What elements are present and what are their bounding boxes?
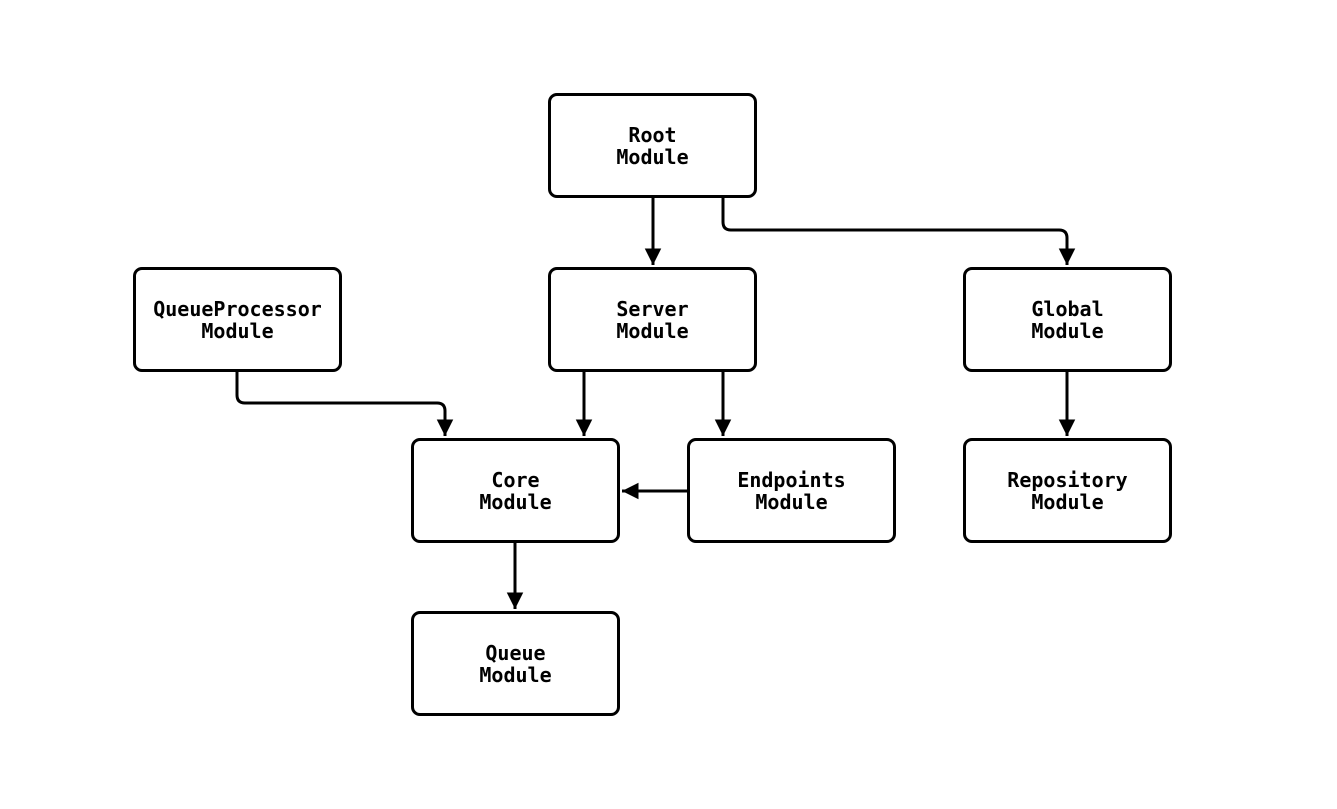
node-global-module-label: Global Module bbox=[1031, 296, 1104, 343]
node-global-module: Global Module bbox=[963, 267, 1172, 372]
node-core-module: Core Module bbox=[411, 438, 620, 543]
node-server-module: Server Module bbox=[548, 267, 757, 372]
node-queueprocessor-module: QueueProcessor Module bbox=[133, 267, 342, 372]
node-repository-module-label: Repository Module bbox=[1007, 467, 1128, 514]
node-server-module-label: Server Module bbox=[616, 296, 689, 343]
node-endpoints-module: Endpoints Module bbox=[687, 438, 896, 543]
node-queue-module-label: Queue Module bbox=[479, 640, 552, 687]
node-endpoints-module-label: Endpoints Module bbox=[737, 467, 846, 514]
node-core-module-label: Core Module bbox=[479, 467, 552, 514]
edge-root-module-to-global-module bbox=[721, 198, 1076, 265]
node-queueprocessor-module-label: QueueProcessor Module bbox=[153, 296, 322, 343]
node-root-module-label: Root Module bbox=[616, 122, 689, 169]
node-queue-module: Queue Module bbox=[411, 611, 620, 716]
node-root-module: Root Module bbox=[548, 93, 757, 198]
edge-queueprocessor-module-to-core-module bbox=[235, 372, 454, 436]
node-repository-module: Repository Module bbox=[963, 438, 1172, 543]
